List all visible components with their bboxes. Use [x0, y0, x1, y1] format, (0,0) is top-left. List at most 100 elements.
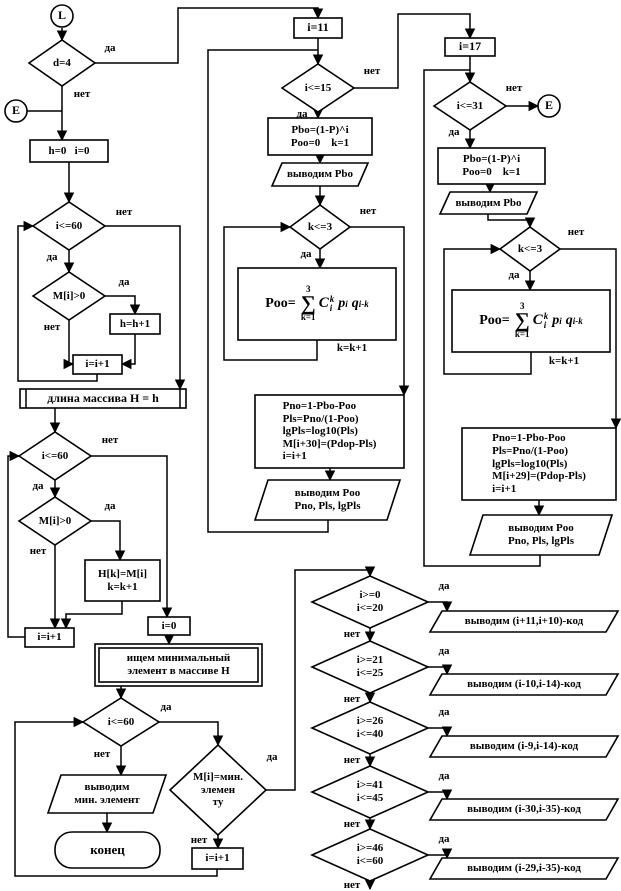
shape-process-i17: [444, 37, 496, 57]
process-inc3: i=i+1: [205, 852, 230, 865]
io-code5: выводим (i-29,i-35)-код: [467, 862, 581, 875]
shape-decision-m1: [31, 271, 107, 321]
label-no-loop3: нет: [93, 748, 111, 760]
shape-decision-k3-right: [498, 226, 562, 272]
shape-connector-L: [50, 4, 74, 28]
shape-process-pno-right: [461, 427, 617, 501]
decision-minchk: M[i]=мин. элемен ту: [193, 771, 243, 809]
process-i17: i=17: [458, 39, 482, 54]
shape-process-pbo-right: [437, 147, 546, 185]
shape-io-code4: [428, 798, 620, 821]
shape-decision-cond15: [280, 63, 356, 113]
process-init: h=0 i=0: [48, 144, 90, 157]
label-no-loop2: нет: [101, 434, 119, 446]
shape-process-arraylen: [19, 388, 187, 409]
decision-loop1: i<=60: [55, 219, 83, 232]
decision-cond15: i<=15: [304, 81, 332, 94]
label-no-m2: нет: [29, 545, 47, 557]
formula-q: q: [565, 312, 573, 328]
process-hk: H[k]=M[i] k=k+1: [97, 567, 148, 593]
label-no-d4: нет: [73, 88, 91, 100]
shape-io-code5: [428, 857, 620, 880]
shape-decision-range3: [310, 701, 430, 755]
connector-exit-right: E: [544, 98, 553, 113]
io-code3: выводим (i-9,i-14)-код: [469, 740, 579, 753]
shape-process-init: [29, 139, 109, 163]
process-pbo-right: Pbo=(1-P)^i Poo=0 k=1: [462, 153, 521, 178]
shape-process-hk: [84, 559, 161, 602]
label-yes-minchk: да: [266, 751, 278, 763]
decision-m2: M[i]>0: [38, 514, 72, 527]
process-inc1: i=i+1: [85, 358, 110, 371]
label-no-cond31: нет: [505, 82, 523, 94]
shape-decision-range4: [310, 765, 430, 819]
label-yes-m1: да: [118, 276, 130, 288]
label-no-range2: нет: [343, 693, 361, 705]
io-code4: выводим (i-30,i-35)-код: [467, 803, 581, 816]
shape-io-outpoo-mid: [253, 479, 402, 521]
sum-upper: 3: [519, 301, 525, 312]
label-yes-loop3: да: [160, 701, 172, 713]
io-code2: выводим (i-10,i-14)-код: [467, 678, 581, 691]
formula-p: p: [338, 295, 346, 311]
label-no-cond15: нет: [363, 65, 381, 77]
shape-process-inc3: [191, 847, 244, 870]
sum-lower: k=1: [514, 328, 530, 339]
shape-process-pbo-mid: [267, 117, 373, 156]
shape-process-inc2: [24, 627, 75, 648]
label-yes-k3-right: да: [508, 269, 520, 281]
label-yes-m2: да: [104, 500, 116, 512]
process-pno-mid: Pno=1-Pbo-Poo Pls=Pno/(1-Poo) lgPls=log1…: [282, 399, 377, 463]
shape-decision-range2: [310, 640, 430, 694]
label-yes-range2: да: [438, 645, 450, 657]
shape-process-formula-right: [451, 289, 611, 353]
label-no-range5: нет: [343, 879, 361, 891]
label-yes-d4: да: [104, 42, 116, 54]
decision-loop3: i<=60: [107, 715, 135, 728]
shape-process-formula-mid: [237, 267, 397, 341]
shape-process-findmin-inner: [98, 647, 259, 683]
process-i11: i=11: [307, 20, 329, 35]
shape-process-pno-mid: [254, 394, 405, 469]
label-no-k3-right: нет: [567, 226, 585, 238]
process-pno-right: Pno=1-Pbo-Poo Pls=Pno/(1-Poo) lgPls=log1…: [492, 432, 586, 495]
shape-decision-m2: [17, 496, 93, 546]
formula-c: C: [532, 312, 543, 329]
shape-io-code2: [428, 673, 620, 696]
decision-range3: i>=26 i<=40: [356, 715, 384, 740]
formula-p: p: [552, 312, 560, 328]
decision-range2: i>=21 i<=25: [356, 654, 384, 679]
connector-exit-left: E: [11, 103, 20, 118]
shape-io-outpoo-right: [468, 514, 614, 556]
label-yes-cond15: да: [296, 108, 308, 120]
label-no-range4: нет: [343, 818, 361, 830]
io-outmin: выводим мин. элемент: [74, 781, 140, 806]
decision-m1: M[i]>0: [52, 289, 86, 302]
shape-decision-d4: [27, 39, 97, 87]
shape-io-outmin: [46, 774, 168, 814]
io-outpoo-mid: выводим Poo Pno, Pls, lgPls: [294, 487, 361, 512]
node-shapes: [4, 4, 620, 882]
decision-loop2: i<=60: [41, 449, 69, 462]
shape-decision-loop1: [31, 201, 107, 251]
label-no-minchk: нет: [190, 834, 208, 846]
label-yes-loop1: да: [46, 251, 58, 263]
process-inc2: i=i+1: [37, 631, 62, 644]
sigma-icon: ∑: [300, 291, 316, 316]
shape-io-outpbo-mid: [270, 162, 370, 187]
shape-process-hinc: [109, 313, 161, 335]
label-kinc-right: k=k+1: [548, 354, 580, 367]
decision-cond31: i<=31: [456, 99, 484, 112]
formula-c: C: [318, 295, 329, 312]
decision-k3-right: k<=3: [517, 242, 543, 255]
label-no-m1: нет: [43, 321, 61, 333]
decision-d4: d=4: [53, 56, 71, 69]
process-hinc: h=h+1: [119, 317, 151, 330]
shape-decision-loop3: [81, 697, 161, 747]
